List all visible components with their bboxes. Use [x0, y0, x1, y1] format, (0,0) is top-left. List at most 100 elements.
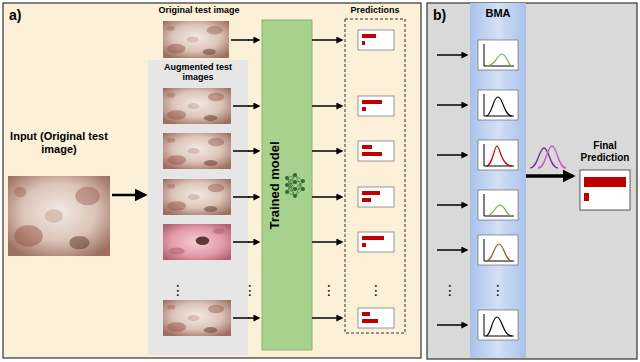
distribution-plot — [484, 239, 514, 261]
input-arrow — [437, 54, 467, 56]
final-chart — [584, 177, 626, 187]
network-icon — [301, 187, 305, 191]
network-icon — [293, 187, 297, 191]
skin-image — [163, 21, 229, 58]
image-heading: Original test image — [150, 5, 248, 15]
skin-image — [8, 176, 110, 256]
ellipsis: ⋮ — [488, 281, 508, 299]
prediction-chart — [358, 30, 394, 328]
distribution-plot — [486, 97, 512, 116]
input-caption: Input (Original test image) — [7, 130, 111, 155]
prediction-chart — [358, 96, 394, 116]
distribution-plot — [478, 190, 518, 220]
distribution-plot — [478, 310, 518, 340]
distribution-plot — [530, 146, 566, 168]
network-icon — [285, 173, 305, 198]
final-chart — [584, 193, 589, 201]
final-chart — [580, 170, 630, 210]
prediction-chart — [362, 243, 366, 247]
prediction-chart — [362, 191, 380, 195]
arrow-stub — [233, 317, 249, 319]
skin-image — [163, 224, 231, 260]
skin-image — [163, 179, 231, 215]
prediction-chart — [358, 30, 394, 50]
input-arrow — [437, 204, 467, 206]
prediction-chart — [362, 236, 384, 240]
arrow — [526, 174, 573, 178]
arrow-stub — [233, 150, 249, 152]
prediction-chart — [358, 232, 394, 252]
distribution-plot — [530, 148, 558, 168]
ellipsis: ⋮ — [240, 281, 260, 299]
panel: b)BMA Final Prediction — [427, 3, 637, 359]
arrow — [312, 241, 342, 243]
prediction-chart — [362, 319, 378, 323]
arrow-stub — [233, 105, 249, 107]
distribution-plot — [478, 190, 518, 220]
skin-image — [163, 88, 231, 124]
input-arrow — [437, 104, 467, 106]
prediction-chart — [358, 30, 394, 328]
distribution-plot — [478, 90, 518, 120]
network-icon — [293, 194, 297, 198]
input-arrow — [437, 249, 467, 251]
bma-band: BMA — [470, 3, 526, 358]
ellipsis: ⋮ — [440, 281, 460, 299]
prediction-chart — [362, 34, 384, 323]
ellipsis: ⋮ — [168, 281, 188, 299]
panel-label: b) — [433, 7, 631, 23]
distribution-plot — [486, 205, 512, 216]
prediction-chart — [362, 312, 370, 316]
arrow-stub — [233, 241, 249, 243]
panel: a)Input (Original test image)Original te… — [3, 3, 421, 358]
prediction-chart — [362, 34, 376, 38]
model-box: Trained model — [262, 20, 312, 350]
column-heading: Augmented test images — [150, 62, 246, 83]
predictions-box — [345, 19, 405, 333]
arrow — [312, 105, 342, 107]
arrow — [312, 39, 342, 41]
panel-ground — [427, 3, 637, 359]
arrow — [248, 196, 259, 198]
network-icon — [301, 179, 305, 183]
distribution-plot — [486, 54, 512, 66]
model-box — [262, 20, 312, 350]
original-image: Original test image — [150, 5, 248, 60]
input-arrow — [437, 55, 467, 325]
arrow — [312, 196, 342, 198]
prediction-chart — [362, 41, 365, 45]
distribution-plot — [484, 44, 514, 66]
network-icon — [285, 190, 289, 194]
network-icon — [293, 173, 297, 177]
prediction-chart — [358, 187, 394, 207]
network-icon — [287, 175, 303, 196]
distribution-plot — [478, 235, 518, 265]
distribution-plot — [478, 140, 518, 170]
panel-ground — [3, 3, 637, 359]
input-arrow — [437, 324, 467, 326]
distribution-plot — [486, 317, 512, 336]
model-label: Trained model — [268, 141, 283, 229]
distribution-plot — [484, 314, 514, 336]
arrow — [248, 150, 259, 152]
distribution-plot — [478, 90, 518, 120]
arrow-stub — [233, 196, 249, 198]
prediction-chart — [362, 145, 372, 149]
ellipsis: ⋮ — [366, 281, 386, 299]
distribution-plot — [486, 146, 512, 166]
ellipsis: ⋮ — [319, 281, 339, 299]
arrow-stub — [231, 39, 249, 41]
panel-ground — [3, 3, 421, 358]
arrow — [248, 241, 259, 243]
arrow — [248, 317, 259, 319]
final-prediction: Final Prediction — [576, 140, 634, 212]
arrow — [312, 150, 342, 152]
augmented-column: Augmented test images — [148, 60, 248, 355]
network-icon — [293, 180, 297, 184]
bma-band — [470, 3, 526, 358]
distribution-plot — [478, 235, 518, 265]
arrow — [248, 105, 259, 107]
prediction-chart — [362, 198, 371, 202]
